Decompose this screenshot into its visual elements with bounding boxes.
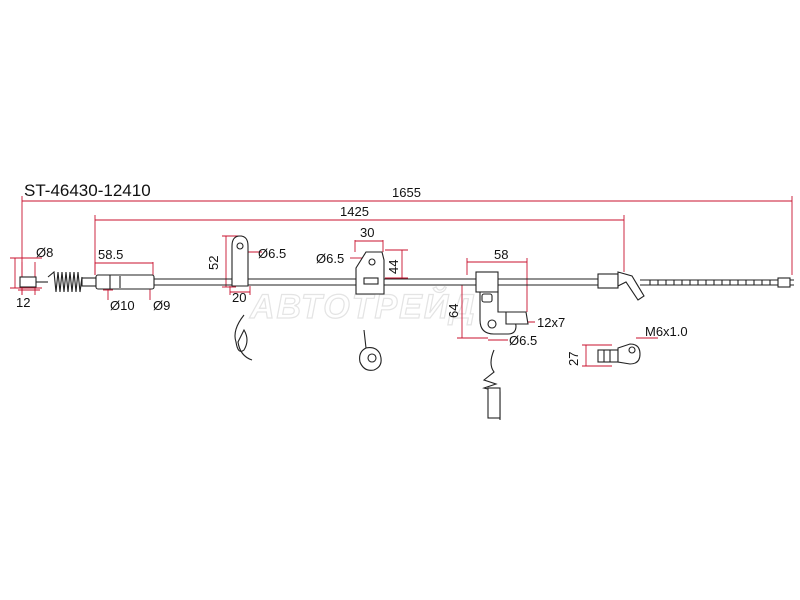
bracket3-dimensions: 58 64 12x7 Ø6.5: [446, 247, 565, 348]
bracket3: [475, 271, 529, 335]
threaded-end-detail: [597, 343, 641, 365]
bracket1-height-label: 52: [206, 256, 221, 270]
retaining-clip-3: [482, 349, 501, 420]
end-fitting-height-label: 27: [566, 352, 581, 366]
bracket3-width-label: 58: [494, 247, 508, 262]
end-diameter-label: Ø8: [36, 245, 53, 260]
bracket1: [231, 235, 249, 287]
bracket1-width-label: 20: [232, 290, 246, 305]
bracket2-hole-label: Ø6.5: [316, 251, 344, 266]
end-fitting-dimensions: 27 M6x1.0: [566, 324, 688, 367]
bracket1-dimensions: 52 Ø6.5 20: [206, 235, 286, 305]
bracket3-hole-label: Ø6.5: [509, 333, 537, 348]
bracket3-slot-label: 12x7: [537, 315, 565, 330]
bracket2-width-label: 30: [360, 225, 374, 240]
cable-end-plug: [19, 276, 48, 288]
bracket2: [355, 251, 385, 295]
bracket2-dimensions: 30 Ø6.5 44: [316, 225, 408, 279]
retaining-clip-1: [234, 314, 253, 361]
sleeve-length-dimension: 58.5: [94, 247, 154, 275]
end-offset-label: 12: [16, 295, 30, 310]
sleeve-diameter-label: Ø10: [110, 298, 135, 313]
bracket2-height-label: 44: [386, 260, 401, 274]
boot-spring: [47, 270, 97, 293]
inner-diameter-label: Ø9: [153, 298, 170, 313]
overall-length-dimension: 1655: [21, 185, 793, 295]
end-dimensions: Ø8 12: [10, 245, 53, 310]
bracket3-height-label: 64: [446, 304, 461, 318]
part-number: ST-46430-12410: [24, 181, 151, 200]
retaining-clip-2: [359, 329, 382, 371]
overall-length-label: 1655: [392, 185, 421, 200]
thread-label: M6x1.0: [645, 324, 688, 339]
cable-length-label: 1425: [340, 204, 369, 219]
right-end-fitting: [597, 271, 794, 301]
sleeve-length-label: 58.5: [98, 247, 123, 262]
bracket1-hole-label: Ø6.5: [258, 246, 286, 261]
cable-sleeve: [95, 274, 155, 290]
